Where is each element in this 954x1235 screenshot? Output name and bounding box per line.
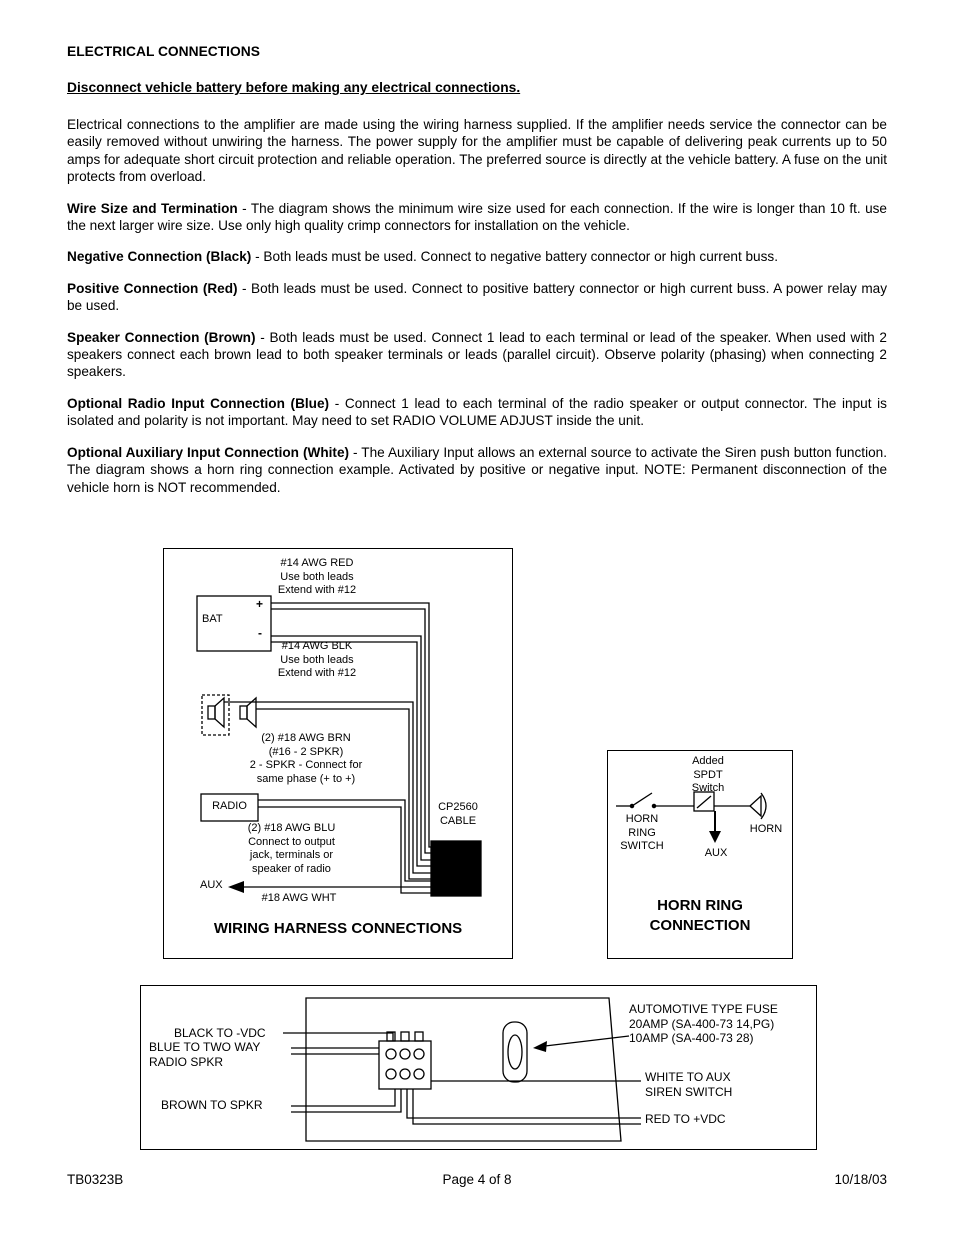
footer-doc-number: TB0323B [67,1172,124,1187]
added-spdt-note: Added SPDT Switch [691,755,725,794]
fuse-note: AUTOMOTIVE TYPE FUSE 20AMP (SA-400-73 14… [629,1002,778,1045]
paragraph: Electrical connections to the amplifier … [67,116,887,186]
wiring-diagram-box: #14 AWG RED Use both leads Extend with #… [163,548,513,959]
page-title: ELECTRICAL CONNECTIONS [67,44,260,59]
horn-label: HORN [749,823,783,835]
paragraph: Speaker Connection (Brown) - Both leads … [67,329,887,381]
paragraph: Wire Size and Termination - The diagram … [67,200,887,235]
paragraph: Optional Auxiliary Input Connection (Whi… [67,444,887,496]
paragraph-lead: Speaker Connection (Brown) [67,329,256,345]
horn-ring-switch-label: HORN RING SWITCH [620,813,664,852]
paragraph-lead: Optional Radio Input Connection (Blue) [67,395,330,411]
horn-diagram-title: HORN RING CONNECTION [649,897,751,934]
warning-text: Disconnect vehicle battery before making… [67,80,521,95]
paragraph-lead: Wire Size and Termination [67,200,238,216]
paragraph-text: Electrical connections to the amplifier … [67,117,887,185]
brown-wire-label: BROWN TO SPKR [161,1098,263,1112]
paragraph-text: - Both leads must be used. Connect to po… [67,280,887,314]
wht-wire-note: #18 AWG WHT [261,892,337,904]
wiring-diagram-lines [196,595,482,897]
paragraph: Negative Connection (Black) - Both leads… [67,248,887,265]
cable-label: CP2560 CABLE [438,801,478,827]
red-wire-label: RED TO +VDC [645,1112,726,1126]
footer-page-number: Page 4 of 8 [442,1172,512,1187]
bat-minus-terminal: - [258,626,262,640]
paragraph: Optional Radio Input Connection (Blue) -… [67,395,887,430]
paragraph-text: - Both leads must be used. Connect 1 lea… [67,329,887,380]
aux-label: AUX [200,879,223,891]
white-wire-label: WHITE TO AUX SIREN SWITCH [645,1070,733,1099]
bat-plus-terminal: + [256,597,264,611]
paragraph-text: - The diagram shows the minimum wire siz… [67,200,887,234]
horn-diagram-box: Added SPDT Switch HORN RING SWITCH HORN … [607,750,793,959]
paragraph-text: - The Auxiliary Input allows an external… [67,444,887,495]
wiring-diagram-title: WIRING HARNESS CONNECTIONS [213,920,463,937]
blk-wire-note: #14 AWG BLK Use both leads Extend with #… [277,640,357,679]
paragraph-lead: Positive Connection (Red) [67,280,238,296]
fuse-diagram-box: BLACK TO -VDC BLUE TO TWO WAY RADIO SPKR… [140,985,817,1150]
paragraph-lead: Optional Auxiliary Input Connection (Whi… [67,444,350,460]
radio-label: RADIO [212,800,247,812]
document-body: ELECTRICAL CONNECTIONS Disconnect vehicl… [0,0,954,496]
horn-aux-label: AUX [704,847,728,859]
footer-date: 10/18/03 [834,1172,887,1187]
blue-wire-label: BLUE TO TWO WAY RADIO SPKR [149,1040,261,1069]
paragraph: Positive Connection (Red) - Both leads m… [67,280,887,315]
brn-wire-note: (2) #18 AWG BRN (#16 - 2 SPKR) 2 - SPKR … [249,732,363,785]
paragraph-text: - Both leads must be used. Connect to ne… [251,249,778,265]
black-wire-label: BLACK TO -VDC [174,1026,266,1040]
bat-label: BAT [202,613,223,625]
blu-wire-note: (2) #18 AWG BLU Connect to output jack, … [247,822,336,875]
fuse-diagram-lines [283,997,641,1142]
horn-diagram-lines [616,791,767,843]
paragraph-text: - Connect 1 lead to each terminal of the… [67,395,887,429]
red-wire-note: #14 AWG RED Use both leads Extend with #… [277,557,357,596]
paragraph-lead: Negative Connection (Black) [67,249,252,265]
